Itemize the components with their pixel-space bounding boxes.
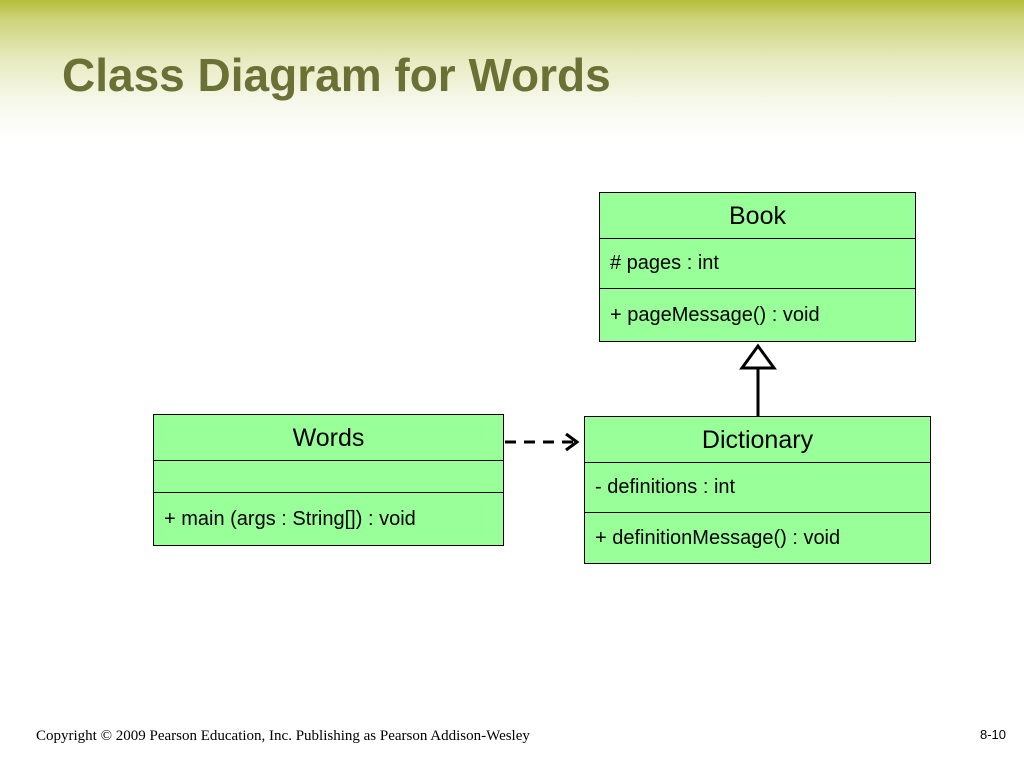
class-words: Words + main (args : String[]) : void bbox=[153, 414, 504, 546]
class-operations: + pageMessage() : void bbox=[610, 303, 820, 326]
footer-copyright: Copyright © 2009 Pearson Education, Inc.… bbox=[36, 728, 530, 744]
page-number: 8-10 bbox=[979, 727, 1006, 742]
generalization-triangle-icon bbox=[739, 343, 777, 370]
dependency-arrowhead-icon bbox=[565, 432, 580, 452]
class-name: Dictionary bbox=[585, 417, 930, 463]
slide-title: Class Diagram for Words bbox=[62, 49, 611, 101]
class-attributes bbox=[154, 461, 503, 493]
class-attributes: # pages : int bbox=[600, 239, 915, 289]
class-name: Words bbox=[154, 415, 503, 461]
class-operations: + main (args : String[]) : void bbox=[164, 507, 416, 530]
class-attributes: - definitions : int bbox=[585, 463, 930, 513]
class-name: Book bbox=[600, 193, 915, 239]
header-band bbox=[0, 0, 1024, 140]
class-operations: + definitionMessage() : void bbox=[595, 526, 841, 549]
class-book: Book # pages : int + pageMessage() : voi… bbox=[599, 192, 916, 342]
class-dictionary: Dictionary - definitions : int + definit… bbox=[584, 416, 931, 564]
